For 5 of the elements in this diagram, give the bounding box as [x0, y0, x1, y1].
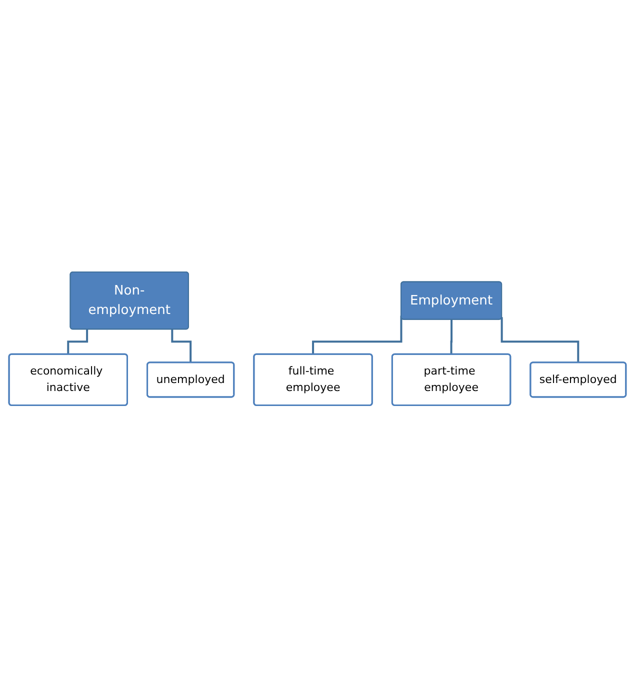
connector — [171, 330, 192, 364]
connector — [67, 330, 88, 356]
connector — [312, 316, 402, 356]
connector — [450, 320, 453, 356]
connector — [500, 317, 580, 364]
